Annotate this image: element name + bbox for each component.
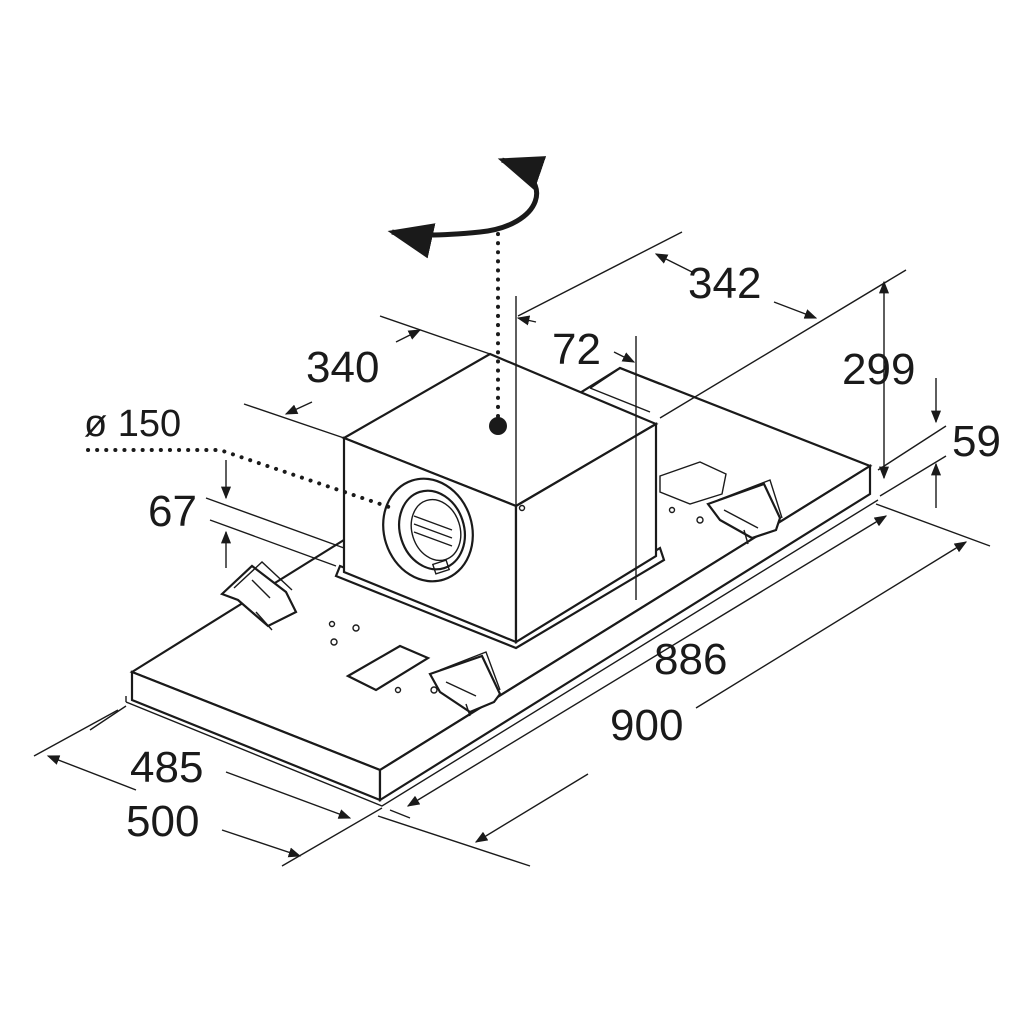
- dim-offset: 72: [552, 325, 601, 374]
- dim-inner-width: 485: [130, 743, 203, 792]
- dim-box-width: 340: [306, 343, 379, 392]
- rotation-axis: [489, 232, 507, 435]
- dim-outer-length: 900: [610, 701, 683, 750]
- dim-total-height: 299: [842, 345, 915, 394]
- dim-duct-height: 67: [148, 487, 197, 536]
- rotation-arrow-icon: [387, 156, 547, 259]
- duct-diameter-leader: [86, 448, 394, 510]
- rear-plate: [589, 366, 661, 413]
- dim-inner-length: 886: [654, 635, 727, 684]
- dim-panel-height: 59: [952, 417, 1001, 466]
- dim-duct-diameter: ø 150: [84, 403, 181, 445]
- bracket-left: [219, 561, 298, 631]
- dimension-lines: [33, 231, 991, 867]
- dim-top-depth: 342: [688, 259, 761, 308]
- dim-outer-width: 500: [126, 797, 199, 846]
